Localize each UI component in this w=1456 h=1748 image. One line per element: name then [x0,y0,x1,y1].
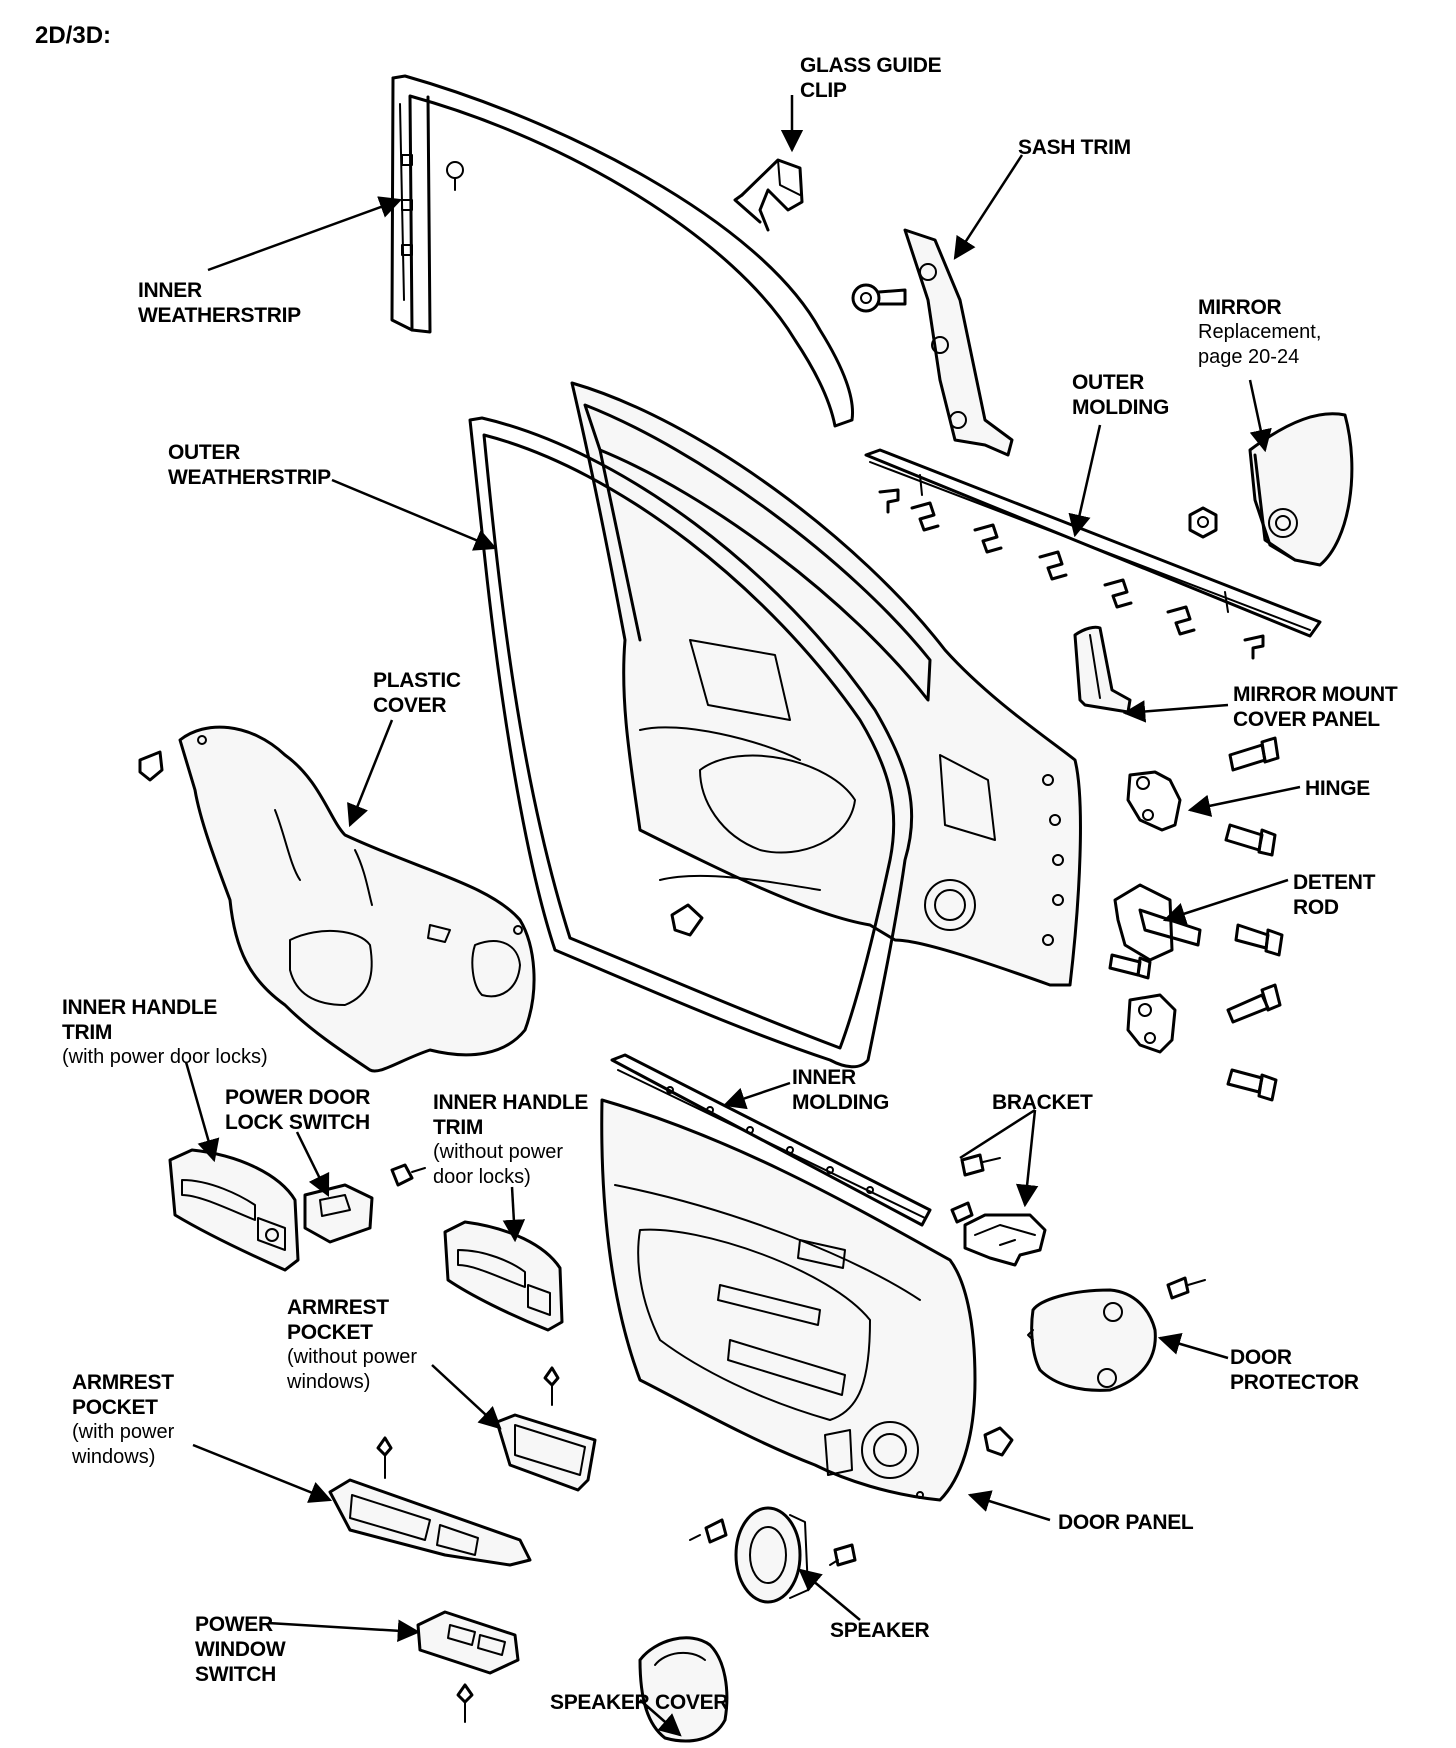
sash-trim-label: SASH TRIM [1018,135,1131,160]
inner-weatherstrip-label-line-1: INNER [138,279,202,302]
door-panel-label-line-1: DOOR PANEL [1058,1511,1194,1534]
speaker-label-line-1: SPEAKER [830,1619,930,1642]
outer-molding-label-line-2: MOLDING [1072,396,1170,419]
outer-weatherstrip-label: OUTER WEATHERSTRIP [168,440,331,490]
outer-weatherstrip-label-line-2: WEATHERSTRIP [168,466,331,489]
inner-handle-trim-power-label: INNER HANDLE TRIM (with power door locks… [62,995,268,1070]
inner-handle-trim-no-power-label: INNER HANDLE TRIM (without power door lo… [433,1090,588,1190]
bracket-part [950,1153,1047,1267]
power-door-lock-switch-part [303,1163,426,1244]
outer-weatherstrip-part [468,416,914,1069]
hinge-parts [1108,736,1284,1102]
inner-weatherstrip-label-line-2: WEATHERSTRIP [138,304,301,327]
bracket-label: BRACKET [992,1090,1093,1115]
armrest-pocket-no-power-label-note-2: windows) [287,1371,371,1393]
power-window-switch-label-line-2: WINDOW [195,1638,286,1661]
inner-handle-trim-power-label-line-1: INNER HANDLE [62,996,218,1019]
mirror-mount-cover-panel-label: MIRROR MOUNT COVER PANEL [1233,682,1398,732]
armrest-pocket-power-part [328,1436,532,1567]
power-door-lock-switch-label: POWER DOOR LOCK SWITCH [225,1085,370,1135]
inner-handle-trim-no-power-label-note-1: (without power [433,1141,564,1163]
sash-trim-part [851,228,1014,457]
door-shell-part [570,381,1082,987]
hinge-label: HINGE [1305,776,1370,801]
mirror-mount-cover-panel-label-line-2: COVER PANEL [1233,708,1380,731]
armrest-pocket-no-power-part [495,1366,597,1492]
plastic-cover-part [138,725,536,1073]
bracket-label-line-1: BRACKET [992,1091,1093,1114]
mirror-label-note-2: page 20-24 [1198,346,1300,368]
outer-molding-part [864,448,1322,660]
inner-handle-trim-power-label-line-2: TRIM [62,1021,113,1044]
mirror-label-line-1: MIRROR [1198,296,1282,319]
power-window-switch-label: POWER WINDOW SWITCH [195,1612,286,1687]
armrest-pocket-power-label-line-2: POCKET [72,1396,158,1419]
inner-handle-trim-no-power-label-line-2: TRIM [433,1116,484,1139]
speaker-cover-label: SPEAKER COVER [550,1690,728,1715]
power-window-switch-label-line-1: POWER [195,1613,273,1636]
door-protector-label-line-2: PROTECTOR [1230,1371,1359,1394]
mirror-mount-cover-panel-part [1073,625,1132,714]
detent-rod-label: DETENT ROD [1293,870,1376,920]
inner-molding-label-line-2: MOLDING [792,1091,890,1114]
power-window-switch-part [416,1610,520,1723]
armrest-pocket-power-label-line-1: ARMREST [72,1371,174,1394]
leader-lines [184,95,1301,1737]
armrest-pocket-power-label: ARMREST POCKET (with power windows) [72,1370,174,1470]
hinge-label-line-1: HINGE [1305,777,1371,800]
inner-handle-trim-no-power-label-line-1: INNER HANDLE [433,1091,589,1114]
armrest-pocket-no-power-label-line-2: POCKET [287,1321,373,1344]
power-door-lock-switch-label-line-1: POWER DOOR [225,1086,371,1109]
glass-guide-clip-label-line-2: CLIP [800,79,847,102]
diagram-model-label: 2D/3D: [35,22,112,49]
mirror-mount-cover-panel-label-line-1: MIRROR MOUNT [1233,683,1398,706]
mirror-label: MIRROR Replacement, page 20-24 [1198,295,1321,370]
outer-molding-label: OUTER MOLDING [1072,370,1169,420]
door-panel-label: DOOR PANEL [1058,1510,1194,1535]
inner-molding-label-line-1: INNER [792,1066,856,1089]
speaker-cover-label-line-1: SPEAKER COVER [550,1691,729,1714]
plastic-cover-label-line-2: COVER [373,694,447,717]
inner-molding-part [610,1053,932,1227]
power-window-switch-label-line-3: SWITCH [195,1663,277,1686]
outer-molding-label-line-1: OUTER [1072,371,1145,394]
plastic-cover-label-line-1: PLASTIC [373,669,461,692]
sash-trim-label-line-1: SASH TRIM [1018,136,1131,159]
mirror-part [1188,412,1354,567]
door-protector-label-line-1: DOOR [1230,1346,1292,1369]
armrest-pocket-no-power-label-note-1: (without power [287,1346,418,1368]
inner-weatherstrip-label: INNER WEATHERSTRIP [138,278,301,328]
armrest-pocket-power-label-note-2: windows) [72,1446,156,1468]
armrest-pocket-no-power-label-line-1: ARMREST [287,1296,389,1319]
inner-handle-trim-no-power-label-note-2: door locks) [433,1166,531,1188]
inner-molding-label: INNER MOLDING [792,1065,889,1115]
speaker-label: SPEAKER [830,1618,930,1643]
inner-handle-trim-power-part [168,1148,300,1272]
door-protector-label: DOOR PROTECTOR [1230,1345,1359,1395]
inner-handle-trim-power-label-note-1: (with power door locks) [62,1046,268,1068]
mirror-label-note-1: Replacement, [1198,321,1322,343]
speaker-part [689,1426,1014,1604]
power-door-lock-switch-label-line-2: LOCK SWITCH [225,1111,370,1134]
armrest-pocket-power-label-note-1: (with power [72,1421,175,1443]
inner-weatherstrip-part [390,74,855,428]
inner-handle-trim-no-power-part [443,1220,564,1332]
door-protector-part [1027,1276,1206,1392]
glass-guide-clip-part [733,158,804,232]
detent-rod-label-line-1: DETENT [1293,871,1376,894]
glass-guide-clip-label-line-1: GLASS GUIDE [800,54,942,77]
detent-rod-label-line-2: ROD [1293,896,1339,919]
glass-guide-clip-label: GLASS GUIDE CLIP [800,53,942,103]
door-panel-part [600,1098,977,1502]
armrest-pocket-no-power-label: ARMREST POCKET (without power windows) [287,1295,417,1395]
plastic-cover-label: PLASTIC COVER [373,668,461,718]
outer-weatherstrip-label-line-1: OUTER [168,441,241,464]
